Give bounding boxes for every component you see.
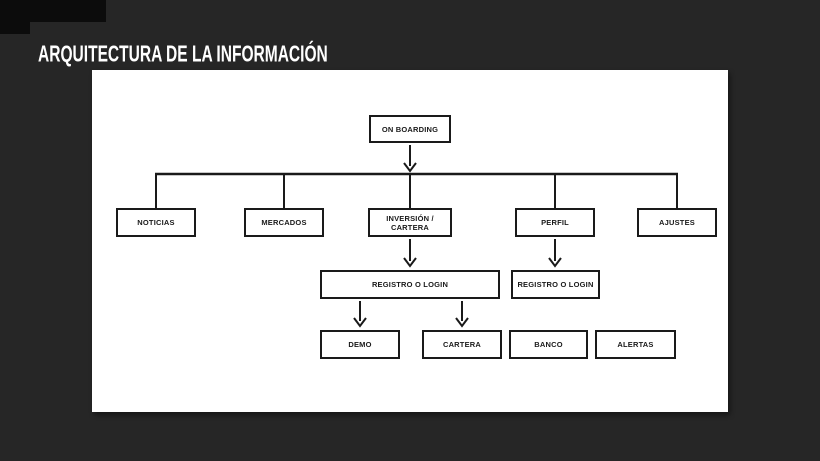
node-ajustes: AJUSTES xyxy=(637,208,717,237)
node-registro-login-perfil-label: REGISTRO O LOGIN xyxy=(517,280,594,289)
diagram-canvas: ON BOARDING NOTICIAS MERCADOS INVERSIÓN … xyxy=(92,70,728,412)
page-title: ARQUITECTURA DE LA INFORMACIÓN xyxy=(38,41,328,67)
node-alertas-label: ALERTAS xyxy=(617,340,654,349)
connector-branch-drops xyxy=(155,174,678,208)
node-inversion-cartera: INVERSIÓN / CARTERA xyxy=(368,208,452,237)
node-onboarding-label: ON BOARDING xyxy=(381,124,439,134)
node-mercados: MERCADOS xyxy=(244,208,324,237)
node-registro-login-inversion: REGISTRO O LOGIN xyxy=(320,270,500,299)
connector-perfil-registro-arrow xyxy=(548,239,562,268)
node-onboarding: ON BOARDING xyxy=(369,115,451,143)
node-ajustes-label: AJUSTES xyxy=(659,218,695,227)
connector-onboarding-arrow xyxy=(403,145,417,173)
node-perfil-label: PERFIL xyxy=(541,218,569,227)
node-noticias: NOTICIAS xyxy=(116,208,196,237)
node-alertas: ALERTAS xyxy=(595,330,676,359)
corner-accent-side xyxy=(0,0,30,34)
node-banco-label: BANCO xyxy=(534,340,563,349)
node-registro-login-inversion-label: REGISTRO O LOGIN xyxy=(371,280,449,289)
node-cartera-label: CARTERA xyxy=(442,340,482,349)
node-banco: BANCO xyxy=(509,330,588,359)
node-mercados-label: MERCADOS xyxy=(261,218,307,227)
node-noticias-label: NOTICIAS xyxy=(137,218,175,227)
node-perfil: PERFIL xyxy=(515,208,595,237)
connector-registro-demo-arrow xyxy=(353,301,367,328)
node-inversion-cartera-label: INVERSIÓN / CARTERA xyxy=(386,213,434,232)
node-registro-login-perfil: REGISTRO O LOGIN xyxy=(511,270,600,299)
node-cartera: CARTERA xyxy=(422,330,502,359)
diagram-connectors xyxy=(155,145,678,328)
connector-registro-cartera-arrow xyxy=(455,301,469,328)
node-demo: DEMO xyxy=(320,330,400,359)
connector-inversion-registro-arrow xyxy=(403,239,417,268)
node-demo-label: DEMO xyxy=(348,340,372,349)
